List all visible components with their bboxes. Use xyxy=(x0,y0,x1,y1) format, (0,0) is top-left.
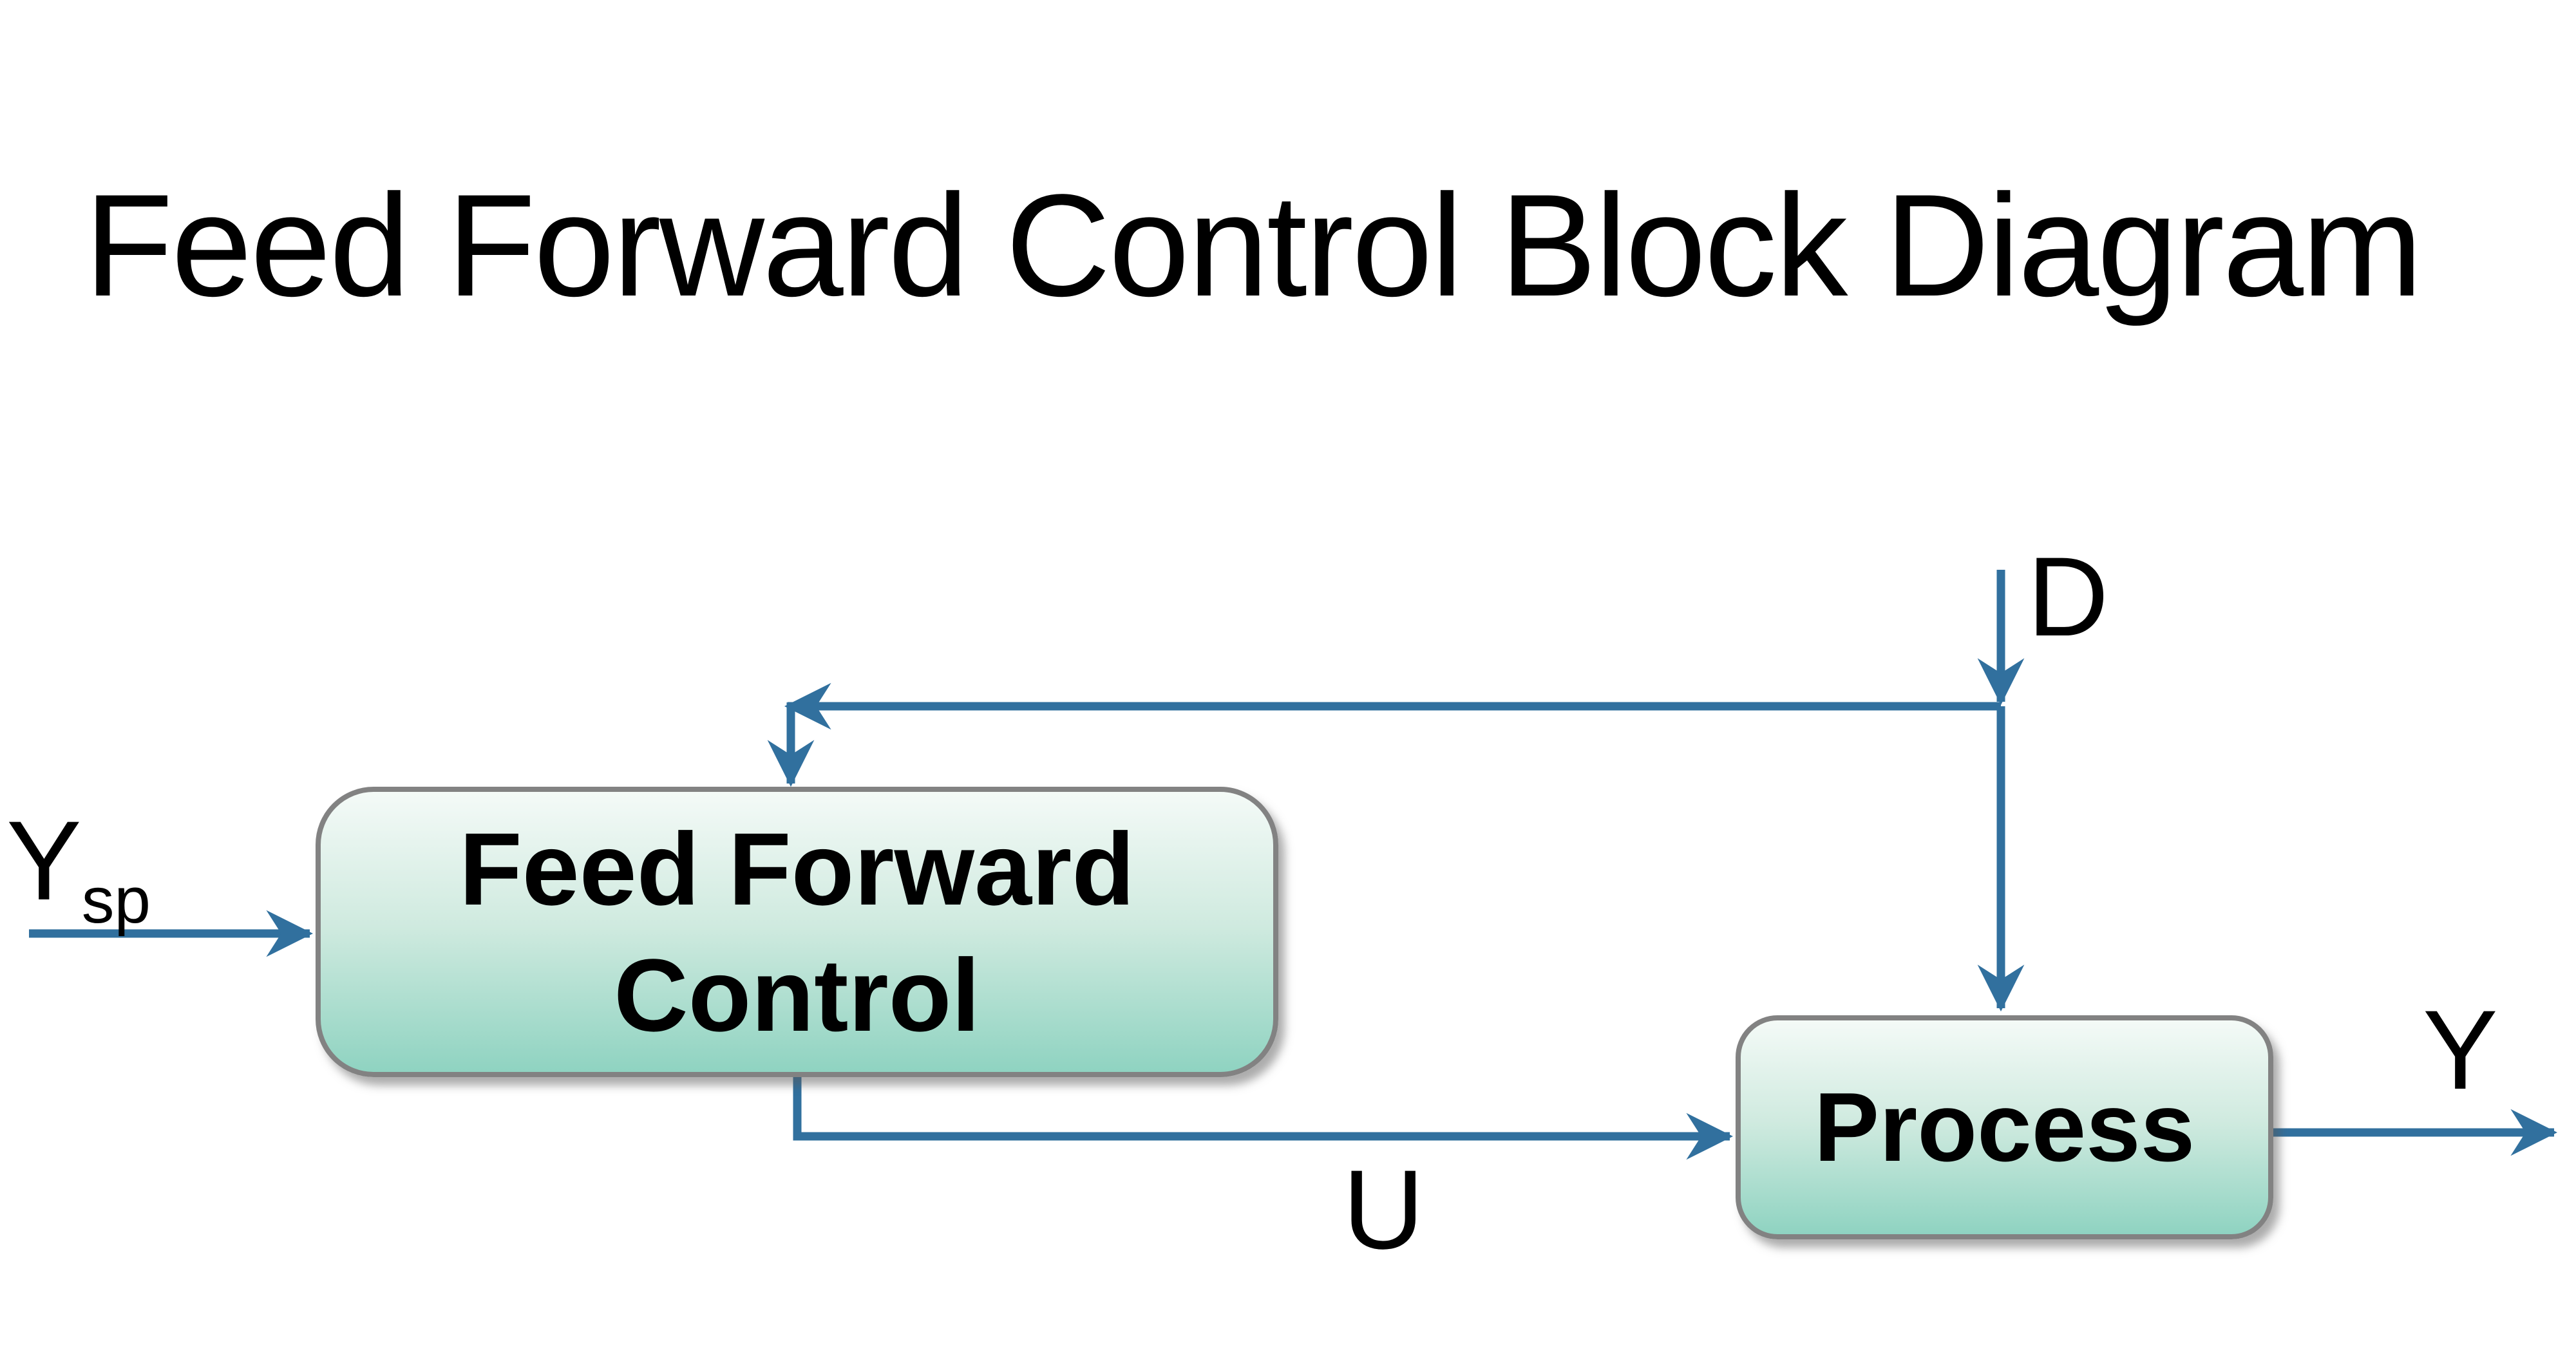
ffc-label-line2: Control xyxy=(614,937,980,1053)
control-signal-arrow xyxy=(793,1077,1734,1160)
control-signal-label: U xyxy=(1343,1147,1425,1273)
output-label: Y xyxy=(2423,988,2498,1113)
block-feed-forward-control: Feed Forward Control xyxy=(316,787,1278,1077)
block-process: Process xyxy=(1736,1015,2273,1239)
setpoint-label-base: Y xyxy=(6,798,82,924)
setpoint-label-subscript: sp xyxy=(81,863,151,937)
setpoint-label: Ysp xyxy=(6,805,151,933)
page-title: Feed Forward Control Block Diagram xyxy=(84,164,2423,326)
ffc-label-line1: Feed Forward xyxy=(459,811,1135,927)
disturbance-label: D xyxy=(2027,534,2109,660)
process-label: Process xyxy=(1814,1073,2195,1182)
